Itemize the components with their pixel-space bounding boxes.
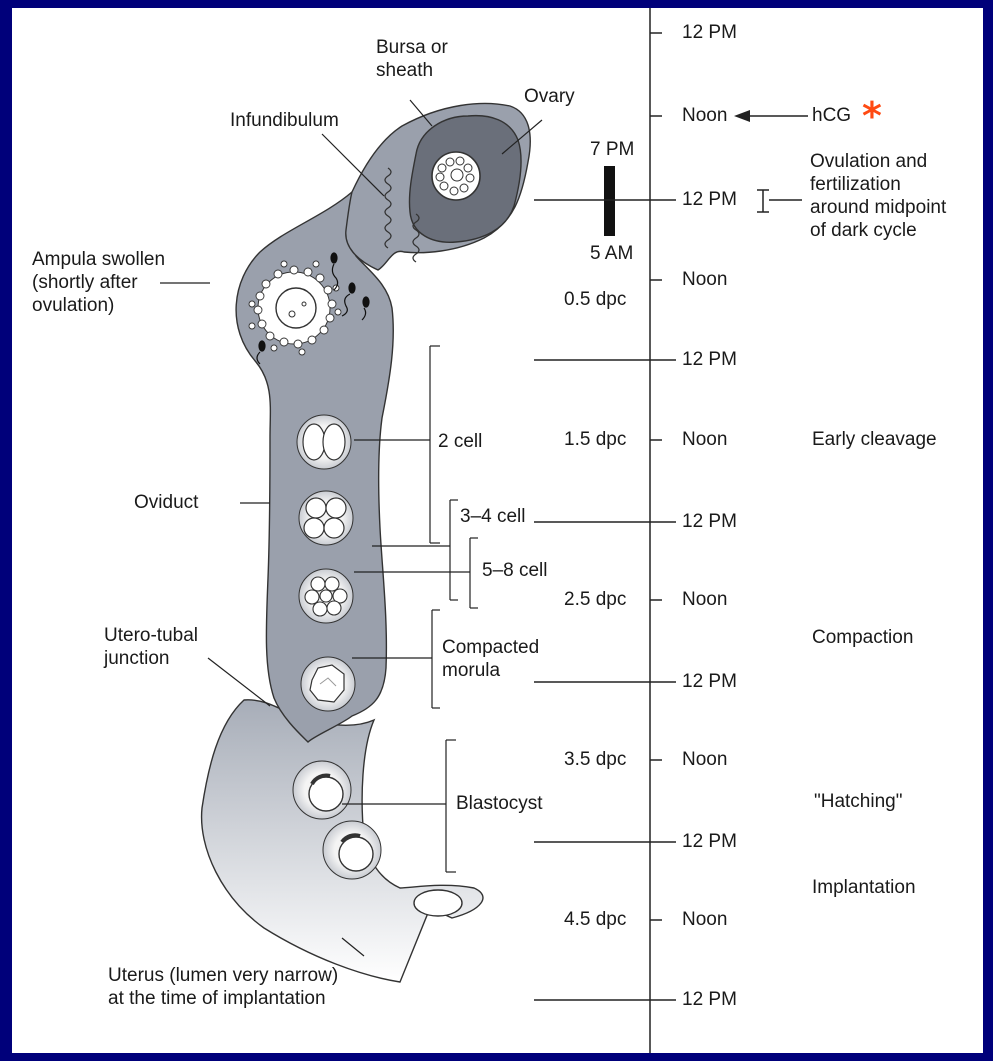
embryo-morula (301, 657, 355, 711)
tick-label: 12 PM (682, 21, 737, 44)
dark-cycle-start: 7 PM (590, 138, 634, 161)
embryo-8-cell (299, 569, 353, 623)
dark-cycle-end: 5 AM (590, 242, 633, 265)
tick-label: Noon (682, 104, 727, 127)
label-bursa: Bursa or sheath (376, 36, 448, 82)
tick-label: Noon (682, 748, 727, 771)
tick-label: 12 PM (682, 988, 737, 1011)
label-3-4-cell: 3–4 cell (460, 505, 526, 528)
event-implantation: Implantation (812, 876, 916, 899)
event-hatching: "Hatching" (814, 790, 902, 813)
label-oviduct: Oviduct (134, 491, 198, 514)
dark-cycle-bar (604, 166, 615, 236)
tick-label: 12 PM (682, 830, 737, 853)
label-compacted-morula: Compacted morula (442, 636, 539, 682)
embryo-2-cell (297, 415, 351, 469)
label-ovary: Ovary (524, 85, 575, 108)
hcg-asterisk-marker: * (862, 97, 882, 135)
tick-label: 12 PM (682, 670, 737, 693)
tick-label: Noon (682, 588, 727, 611)
tick-label: Noon (682, 428, 727, 451)
event-early-cleavage: Early cleavage (812, 428, 937, 451)
uterine-horn-opening (414, 890, 462, 916)
embryo-blastocyst-upper (293, 761, 351, 819)
ovulation-window-bracket (757, 190, 802, 212)
label-blastocyst: Blastocyst (456, 792, 543, 815)
diagram-panel: Bursa or sheath Ovary Infundibulum Ampul… (12, 8, 983, 1053)
event-compaction: Compaction (812, 626, 913, 649)
hcg-arrow (734, 110, 808, 122)
tick-label: 12 PM (682, 510, 737, 533)
dpc-label: 1.5 dpc (564, 428, 626, 451)
label-ampula: Ampula swollen (shortly after ovulation) (32, 248, 165, 317)
label-2-cell: 2 cell (438, 430, 482, 453)
tick-label: 12 PM (682, 348, 737, 371)
label-utero-tubal: Utero-tubal junction (104, 624, 198, 670)
tick-label: 12 PM (682, 188, 737, 211)
dpc-label: 3.5 dpc (564, 748, 626, 771)
embryo-4-cell (299, 491, 353, 545)
embryo-blastocyst-lower (323, 821, 381, 879)
dpc-label: 0.5 dpc (564, 288, 626, 311)
label-5-8-cell: 5–8 cell (482, 559, 548, 582)
dpc-label: 2.5 dpc (564, 588, 626, 611)
timeline-axis (534, 8, 676, 1053)
event-ovulation: Ovulation and fertilization around midpo… (810, 150, 946, 242)
label-uterus: Uterus (lumen very narrow) at the time o… (108, 964, 338, 1010)
dpc-label: 4.5 dpc (564, 908, 626, 931)
tick-label: Noon (682, 268, 727, 291)
event-hcg: hCG (812, 104, 851, 127)
tick-label: Noon (682, 908, 727, 931)
label-infundibulum: Infundibulum (230, 109, 339, 132)
